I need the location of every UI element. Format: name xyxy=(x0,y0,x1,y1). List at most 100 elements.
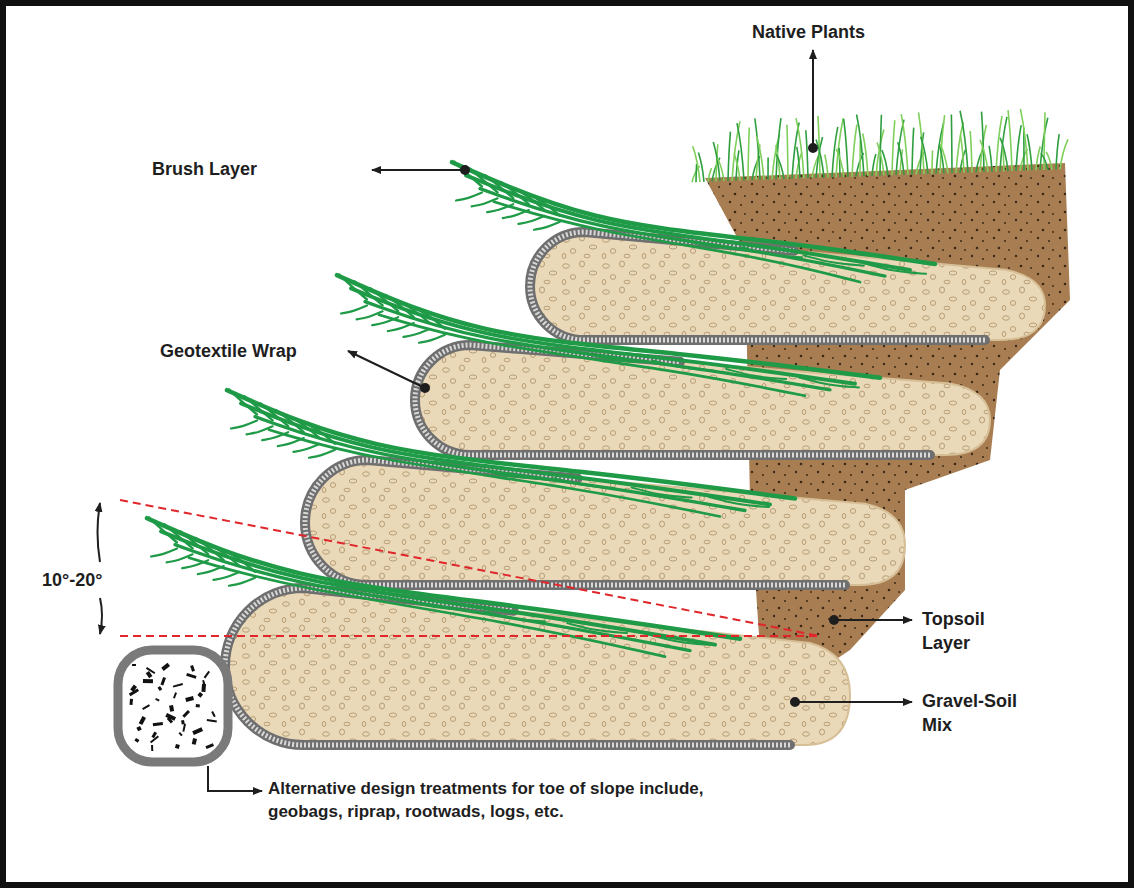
grass-blade xyxy=(737,123,744,180)
brush-branch xyxy=(532,196,560,216)
brush-branch xyxy=(632,488,692,498)
brush-branch xyxy=(196,538,224,560)
leader-dot xyxy=(830,616,838,624)
grass-blade xyxy=(825,155,828,178)
grass-blade xyxy=(892,120,895,175)
rubble-fragment xyxy=(151,745,153,751)
angle-arrow xyxy=(100,598,102,634)
rubble-fragment xyxy=(169,705,174,712)
grass-blade xyxy=(1041,153,1048,170)
brush-branch xyxy=(419,335,445,343)
grass-blade xyxy=(960,135,964,173)
grass-blade xyxy=(921,137,928,174)
brush-branch xyxy=(503,210,529,218)
leader-line xyxy=(795,701,912,703)
grass-blade xyxy=(816,139,824,177)
rubble-fragment xyxy=(202,680,205,684)
brush-branch xyxy=(403,329,429,337)
toe-outline xyxy=(118,650,228,762)
rubble-fragment xyxy=(151,732,157,739)
grass-blade xyxy=(1016,125,1021,171)
brush-branch xyxy=(480,189,885,276)
plant-label: Native Plants xyxy=(752,20,892,44)
rubble-fragment xyxy=(143,679,153,683)
rubble-fragment xyxy=(207,719,217,723)
brush-branch xyxy=(472,198,498,206)
part-label: Topsoil Layer xyxy=(922,607,1018,656)
angle-lines xyxy=(98,500,821,636)
brush-branch xyxy=(247,426,273,434)
rubble-fragment xyxy=(153,722,163,726)
brush-branch xyxy=(255,417,745,511)
brush-branch xyxy=(567,623,627,633)
leader-line xyxy=(372,169,465,171)
grass-blade xyxy=(1000,138,1008,171)
grass-blade xyxy=(982,112,984,172)
grass-blade xyxy=(718,159,724,182)
grass-blade xyxy=(1056,134,1059,170)
leader-dot xyxy=(461,166,469,174)
brush-branch xyxy=(167,554,193,562)
grass-blade xyxy=(951,115,953,174)
angle-arrow xyxy=(98,503,101,562)
rubble-fragment xyxy=(132,664,136,666)
brush-branch xyxy=(494,202,860,282)
grass-blade xyxy=(901,114,908,175)
angle-label: 10°-20° xyxy=(42,568,142,592)
grass-blade xyxy=(776,118,781,179)
grass-blade xyxy=(708,168,712,182)
brush-branch xyxy=(276,410,304,432)
grass-blade xyxy=(693,146,700,182)
grass-blade xyxy=(787,125,788,179)
rubble-fragment xyxy=(204,671,210,679)
rubble-fragment xyxy=(158,686,163,691)
brush-branch xyxy=(742,247,802,257)
grass-blade xyxy=(836,118,843,177)
grass-blade xyxy=(698,152,704,181)
grass-blade xyxy=(931,151,933,174)
brush-branch xyxy=(357,311,383,319)
grass-blade xyxy=(796,118,804,178)
brush-branch xyxy=(485,611,545,621)
geotextile-wrap xyxy=(530,232,985,340)
geotextile-wrap xyxy=(415,345,930,455)
grass-blade xyxy=(1046,152,1052,170)
rubble-fragment xyxy=(196,704,200,708)
grass-blade xyxy=(880,115,881,176)
brush-branch xyxy=(386,295,414,317)
grass-blade xyxy=(728,132,730,181)
brush-branch xyxy=(213,572,239,580)
grass-blade xyxy=(1020,109,1028,171)
geotextile-texture xyxy=(415,345,930,455)
brush-branch xyxy=(516,189,544,210)
brush-branch xyxy=(866,264,926,274)
gravel-soil-lift xyxy=(225,588,850,745)
rubble-fragment xyxy=(129,699,133,705)
grass-blade xyxy=(956,122,963,173)
rubble-fragment xyxy=(179,732,183,736)
part-label: Geotextile Wrap xyxy=(160,339,340,363)
brush-branch xyxy=(554,478,614,488)
brush-branch xyxy=(580,352,640,362)
part-label: Brush Layer xyxy=(152,157,302,181)
brush-branch xyxy=(309,450,335,458)
grass-blade xyxy=(882,150,888,175)
grass-blade xyxy=(748,127,749,180)
rubble-fragment xyxy=(155,698,159,701)
toe-fragments xyxy=(129,663,217,751)
horizontal-line xyxy=(120,635,820,637)
toe-treatment xyxy=(118,650,228,762)
brush-branch xyxy=(198,566,224,574)
rubble-fragment xyxy=(173,683,183,688)
grass-blade xyxy=(1060,139,1068,169)
brush-branch xyxy=(454,162,482,187)
leader-dot xyxy=(809,144,817,152)
leader-dot xyxy=(421,384,429,392)
brush-branch xyxy=(466,175,910,270)
note-label: Alternative design treatments for toe of… xyxy=(268,778,728,824)
grass-blade xyxy=(970,131,972,173)
rubble-fragment xyxy=(192,738,197,745)
brush-branch xyxy=(680,239,740,249)
rubble-fragment xyxy=(190,665,195,672)
